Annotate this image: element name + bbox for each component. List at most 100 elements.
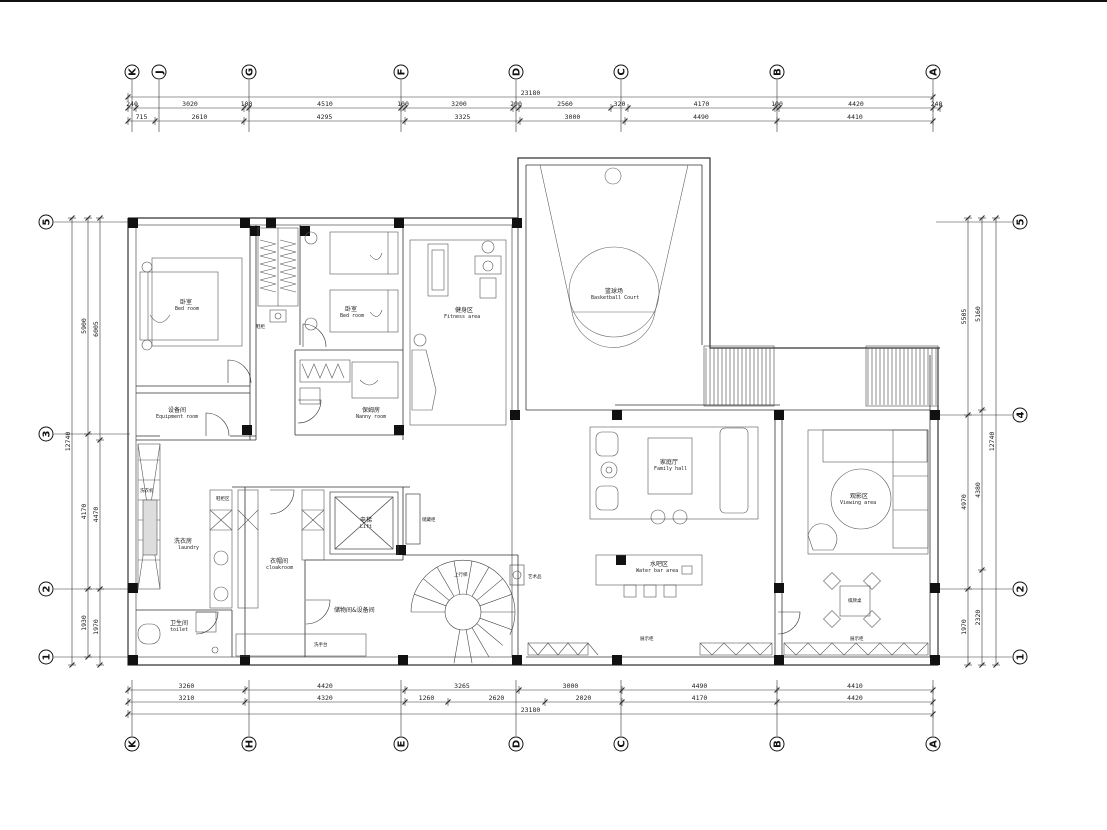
column-19 (774, 583, 784, 593)
column-17 (774, 655, 784, 665)
dim-top-total-0: 23180 (521, 89, 541, 97)
column-14 (398, 655, 408, 665)
dim-right-outer-2: 1970 (960, 619, 968, 635)
dim-bottom-row2-2: 1260 (419, 694, 435, 702)
dim-left-outer-1: 4170 (80, 504, 88, 520)
axis-bubble-top-B-label: B (773, 68, 784, 76)
axis-bubble-right-4-label: 4 (1016, 411, 1027, 418)
room-water-bar-en: Water bar area (636, 568, 678, 574)
axis-bubble-top-J: J (151, 64, 167, 80)
dim-left-total-0: 12740 (64, 432, 72, 452)
dim-top-row2-1: 2610 (192, 113, 208, 121)
axis-bubble-left-2: 2 (38, 581, 54, 597)
exterior-stairs (703, 345, 939, 407)
dim-top-row2-5: 4490 (693, 113, 709, 121)
axis-bubble-right-5: 5 (1012, 214, 1028, 230)
axis-bubble-bottom-E: E (393, 736, 409, 752)
axis-bubble-bottom-C: C (613, 736, 629, 752)
axis-bubble-bottom-D-label: D (512, 740, 523, 748)
label-shoe-store: 鞋柜区 (216, 495, 230, 502)
dim-bottom-total-0: 23180 (521, 706, 541, 714)
room-basketball-cn: 篮球场 (605, 287, 623, 295)
column-21 (396, 545, 406, 555)
column-2 (266, 218, 276, 228)
lift-shaft (329, 491, 421, 555)
axis-bubble-left-2-label: 2 (42, 585, 53, 592)
room-fitness-cn: 健身区 (455, 306, 473, 314)
dim-bottom-row1-0: 3260 (179, 682, 195, 690)
room-cloakroom-cn: 衣帽间 (270, 557, 288, 565)
dim-top-row1-6: 200 (510, 100, 522, 108)
axis-bubble-bottom-B: B (769, 736, 785, 752)
room-storage-cn: 储物间&设备间 (334, 606, 375, 614)
dim-top-row2-4: 3000 (565, 113, 581, 121)
axis-bubble-top-K: K (124, 64, 140, 80)
label-washing: 洗衣机 (140, 487, 154, 494)
dim-bottom-row2-6: 4420 (847, 694, 863, 702)
room-fitness-en: Fitness area (444, 314, 480, 320)
axis-bubble-left-3-label: 3 (42, 430, 53, 437)
room-bedroom2-en: Bed room (340, 313, 364, 319)
dim-top-row2-0: 715 (136, 113, 148, 121)
spiral-staircase (410, 559, 516, 664)
dim-bottom-row1-5: 4410 (847, 682, 863, 690)
cloakroom-cabinets (235, 489, 367, 657)
room-laundry-cn: 洗衣房 (174, 537, 192, 545)
room-bedroom1-en: Bed room (175, 306, 199, 312)
dim-top-row1-7: 2560 (557, 100, 573, 108)
art-piece (509, 564, 525, 586)
label-sink: 洗手台 (314, 641, 328, 648)
axis-bubble-top-C-label: C (617, 68, 628, 75)
dim-right-inner-0: 5160 (974, 306, 982, 322)
room-bedroom1-cn: 卧室 (180, 298, 192, 306)
room-lift-cn: 电梯 (360, 516, 372, 524)
axis-bubble-right-2-label: 2 (1016, 585, 1027, 592)
dim-top-row1-2: 100 (241, 100, 253, 108)
label-display-cabinet: 展示柜 (640, 635, 654, 642)
axis-bubble-top-F: F (393, 64, 409, 80)
axis-bubble-right-4: 4 (1012, 407, 1028, 423)
axis-bubble-top-D-label: D (512, 68, 523, 76)
axis-bubble-left-5-label: 5 (42, 218, 53, 225)
dim-top-row1-9: 4170 (694, 100, 710, 108)
dim-right-outer-0: 5505 (960, 309, 968, 325)
dim-bottom-row2-4: 2020 (576, 694, 592, 702)
label-storage: 储藏柜 (422, 516, 436, 523)
label-up: 上行梯 (454, 571, 468, 578)
axis-bubble-left-1-label: 1 (42, 653, 53, 660)
nanny-furniture (299, 359, 399, 405)
column-15 (512, 655, 522, 665)
column-8 (930, 410, 940, 420)
chess-table (823, 572, 881, 628)
axis-bubble-bottom-H-label: H (245, 740, 256, 748)
column-11 (128, 583, 138, 593)
structural-columns (128, 218, 940, 665)
column-4 (512, 218, 522, 228)
axis-bubble-top-D: D (508, 64, 524, 80)
fitness-equipment (409, 239, 507, 426)
axis-bubble-bottom-K: K (124, 736, 140, 752)
label-shoe-cabinet: 鞋柜 (256, 323, 265, 330)
axis-left-group: 5 3 2 1 (38, 214, 130, 665)
column-13 (240, 655, 250, 665)
axis-bubble-bottom-K-label: K (128, 739, 139, 748)
axis-bubble-right-5-label: 5 (1016, 218, 1027, 225)
room-nanny-en: Nanny room (356, 414, 386, 420)
dim-left-outer-2: 1930 (80, 615, 88, 631)
dim-top-row2-2: 4295 (317, 113, 333, 121)
display-cabinet-row (527, 642, 929, 656)
dim-top-row1-4: 100 (397, 100, 409, 108)
axis-bubble-bottom-D: D (508, 736, 524, 752)
viewing-area-furniture (807, 429, 929, 555)
dim-bottom-row2-0: 3210 (179, 694, 195, 702)
dim-left-inner-0: 6005 (92, 321, 100, 337)
dim-bottom-row1-2: 3265 (454, 682, 470, 690)
axis-bubble-right-2: 2 (1012, 581, 1028, 597)
dim-left-outer-0: 5900 (80, 318, 88, 334)
